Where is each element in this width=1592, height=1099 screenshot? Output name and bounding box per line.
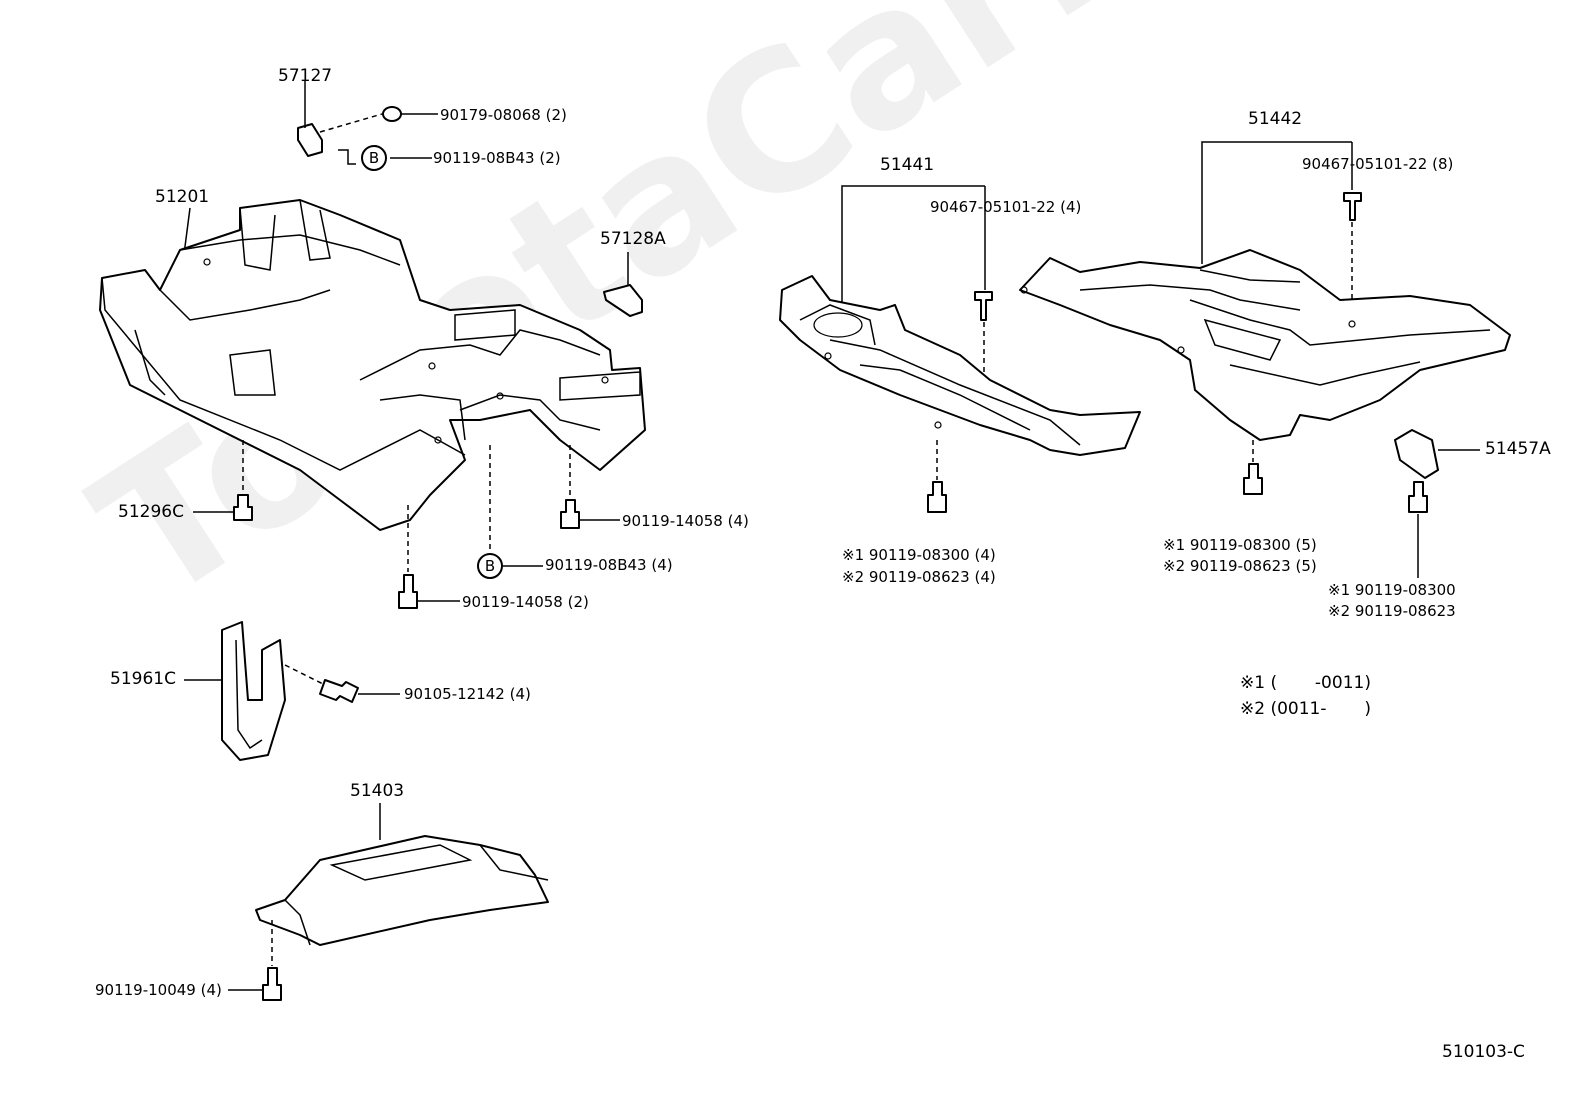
label-90119-08B43-4: 90119-08B43 (4) (545, 556, 673, 574)
label-51403: 51403 (350, 781, 405, 801)
label-90119-08B43-2: 90119-08B43 (2) (433, 149, 561, 167)
diagram-code: 510103-C (1442, 1042, 1525, 1062)
label-51961C: 51961C (110, 669, 176, 689)
label-90119-14058-2: 90119-14058 (2) (462, 593, 589, 611)
legend-row-1: ※1 ( -0011) (1240, 673, 1371, 693)
plate-51403 (228, 803, 549, 1001)
label-mid-note2: ※2 90119-08623 (4) (842, 568, 996, 586)
label-right-note2: ※2 90119-08623 (5) (1163, 557, 1317, 575)
bracket-51457A (1394, 429, 1480, 578)
label-90119-10049: 90119-10049 (4) (95, 981, 222, 999)
legend-row-2: ※2 (0011- ) (1240, 699, 1371, 719)
label-51296C: 51296C (118, 502, 184, 522)
bracket-57127 (297, 80, 438, 165)
label-mid-note1: ※1 90119-08300 (4) (842, 546, 996, 564)
label-51441: 51441 (880, 155, 935, 175)
subframe-bolts (193, 145, 620, 609)
label-90105-12142: 90105-12142 (4) (404, 685, 531, 703)
undercover-51442 (1019, 141, 1511, 495)
label-51201: 51201 (155, 187, 210, 207)
label-right-note1: ※1 90119-08300 (5) (1163, 536, 1317, 554)
label-far-note1: ※1 90119-08300 (1328, 581, 1456, 599)
label-57128A: 57128A (600, 229, 666, 249)
circle-b-mark-top: B (368, 149, 380, 167)
bracket-51961C (184, 621, 400, 761)
label-90179-08068: 90179-08068 (2) (440, 106, 567, 124)
label-57127: 57127 (278, 66, 333, 86)
undercover-51441 (779, 185, 1141, 513)
circle-b-mark-bottom: B (484, 557, 496, 575)
bracket-57128A (603, 252, 643, 317)
label-90119-14058-4: 90119-14058 (4) (622, 512, 749, 530)
label-51442: 51442 (1248, 109, 1303, 129)
label-90467-05101-22-8: 90467-05101-22 (8) (1302, 155, 1454, 173)
label-90467-05101-22-4: 90467-05101-22 (4) (930, 198, 1082, 216)
label-51457A: 51457A (1485, 439, 1551, 459)
subframe-51201 (99, 199, 646, 531)
label-far-note2: ※2 90119-08623 (1328, 602, 1456, 620)
